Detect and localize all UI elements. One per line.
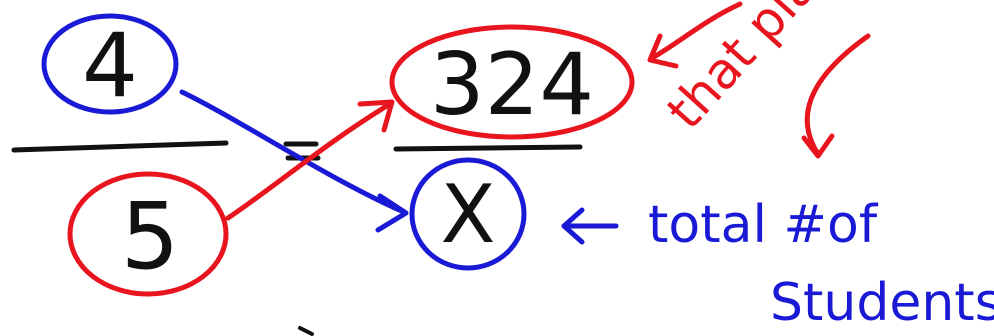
red-annotation-line1: # bbox=[712, 0, 775, 11]
right-fraction: 324 X bbox=[389, 24, 635, 271]
fraction-bar-right bbox=[393, 144, 583, 152]
blue-annotation-line2: Students bbox=[770, 273, 994, 333]
blue-cross-arrow bbox=[179, 89, 407, 215]
numerator-circle-right bbox=[389, 24, 635, 140]
red-cross-arrowhead-icon bbox=[357, 99, 395, 133]
red-left-arrow-icon bbox=[649, 1, 743, 61]
numerator-circle-left bbox=[41, 13, 179, 115]
blue-cross-arrowhead-icon bbox=[375, 193, 409, 233]
denominator-circle-right bbox=[409, 157, 527, 271]
numerator-right-value: 324 bbox=[430, 35, 594, 135]
stray-ink-mark bbox=[298, 326, 314, 336]
numerator-left-value: 4 bbox=[82, 14, 138, 117]
left-fraction: 4 5 bbox=[11, 13, 229, 297]
cross-multiply-arrows bbox=[179, 89, 409, 233]
red-curved-arrow-icon bbox=[804, 33, 871, 157]
red-annotation-line2: that play bbox=[656, 0, 849, 140]
fraction-bar-left bbox=[11, 140, 229, 153]
denominator-circle-left bbox=[67, 171, 229, 297]
blue-annotation: total #of Students bbox=[561, 195, 994, 333]
red-annotation: # that play bbox=[647, 0, 871, 159]
red-cross-arrow bbox=[225, 101, 393, 221]
blue-annotation-line1: total #of bbox=[648, 195, 879, 255]
denominator-right-value: X bbox=[441, 168, 496, 261]
denominator-left-value: 5 bbox=[121, 183, 180, 290]
